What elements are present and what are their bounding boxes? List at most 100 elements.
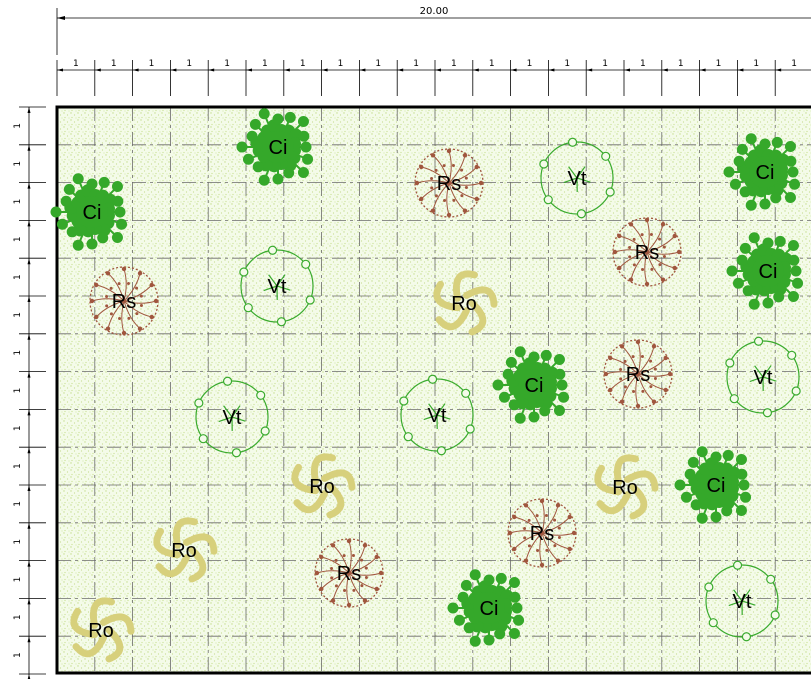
shrub-leafy-icon xyxy=(447,569,525,647)
circle-notched-icon xyxy=(194,376,270,458)
plant-ci: Ci xyxy=(726,232,804,310)
plant-label: Ro xyxy=(612,477,638,499)
circle-notched-icon xyxy=(725,336,801,418)
left-ruler-label: 1 xyxy=(13,577,23,583)
left-ruler-label: 1 xyxy=(13,652,23,658)
top-ruler-arrow xyxy=(321,68,328,72)
plant-ro: Ro xyxy=(594,454,659,520)
plant-label: Ro xyxy=(171,540,197,562)
circle-notched-icon xyxy=(239,245,315,327)
plant-label: Rs xyxy=(530,523,554,545)
shrub-leafy-icon xyxy=(492,346,570,424)
left-ruler-arrow xyxy=(27,182,31,189)
plant-label: Vt xyxy=(733,591,752,613)
left-ruler-arrow xyxy=(27,144,31,151)
left-ruler-label: 1 xyxy=(13,501,23,507)
plant-label: Ci xyxy=(759,261,778,283)
tree-branch-icon xyxy=(414,148,484,218)
tree-branch-icon xyxy=(603,339,673,409)
plant-ro: Ro xyxy=(433,270,498,336)
top-ruler-arrow xyxy=(472,68,479,72)
left-ruler-arrow xyxy=(27,560,31,567)
plant-ci: Ci xyxy=(674,446,752,524)
circle-notched-icon xyxy=(539,137,615,219)
top-ruler-label: 1 xyxy=(640,59,646,69)
plant-label: Ci xyxy=(269,137,288,159)
left-ruler-arrow xyxy=(27,258,31,265)
top-ruler-label: 1 xyxy=(375,59,381,69)
plant-ro: Ro xyxy=(70,597,135,663)
plant-label: Ci xyxy=(707,475,726,497)
plant-label: Rs xyxy=(635,242,659,264)
top-ruler-arrow xyxy=(510,68,517,72)
plant-ci: Ci xyxy=(492,346,570,424)
left-ruler-label: 1 xyxy=(13,463,23,469)
tree-branch-icon xyxy=(314,538,384,608)
left-ruler-label: 1 xyxy=(13,199,23,205)
bed-border xyxy=(55,105,811,675)
plant-ci: Ci xyxy=(723,133,801,211)
top-ruler-arrow xyxy=(170,68,177,72)
left-ruler-label: 1 xyxy=(13,236,23,242)
plant-vt: Vt xyxy=(239,245,315,327)
planting-bed xyxy=(55,105,811,675)
top-ruler-label: 1 xyxy=(716,59,722,69)
top-ruler-label: 1 xyxy=(111,59,117,69)
plant-vt: Vt xyxy=(704,560,780,642)
shrub-leafy-icon xyxy=(726,232,804,310)
top-ruler-arrow xyxy=(548,68,555,72)
swirl-shrub-icon xyxy=(153,517,218,583)
top-ruler-label: 1 xyxy=(564,59,570,69)
plant-ci: Ci xyxy=(447,569,525,647)
bed-ground xyxy=(57,107,811,673)
circle-notched-icon xyxy=(399,374,475,456)
tree-branch-icon xyxy=(89,266,159,336)
left-ruler-label: 1 xyxy=(13,312,23,318)
plant-label: Ci xyxy=(525,375,544,397)
plant-ro: Ro xyxy=(153,517,218,583)
plant-label: Rs xyxy=(337,563,361,585)
top-ruler-arrow xyxy=(208,68,215,72)
overall-dimension-arrow xyxy=(57,16,65,20)
plant-label: Ci xyxy=(83,202,102,224)
top-ruler-arrow xyxy=(624,68,630,72)
swirl-shrub-icon xyxy=(70,597,135,663)
top-ruler-label: 1 xyxy=(186,59,192,69)
left-ruler-label: 1 xyxy=(13,350,23,356)
top-ruler-label: 1 xyxy=(262,59,268,69)
plant-label: Rs xyxy=(112,291,136,313)
shrub-leafy-icon xyxy=(674,446,752,524)
top-ruler-arrow xyxy=(94,68,101,72)
left-ruler-arrow xyxy=(27,636,31,643)
plant-rs: Rs xyxy=(612,217,682,287)
plant-label: Ci xyxy=(480,598,499,620)
shrub-leafy-icon xyxy=(50,173,128,251)
plant-ro: Ro xyxy=(291,453,356,519)
left-ruler-arrow xyxy=(27,674,31,679)
top-ruler-label: 1 xyxy=(149,59,155,69)
plant-rs: Rs xyxy=(507,498,577,568)
left-ruler-arrow xyxy=(27,107,31,113)
plant-label: Ro xyxy=(309,476,335,498)
plant-label: Ro xyxy=(88,620,114,642)
plant-label: Vt xyxy=(568,168,587,190)
left-ruler-arrow xyxy=(27,485,31,491)
top-ruler-label: 1 xyxy=(73,59,79,69)
plant-label: Ro xyxy=(451,293,477,315)
plant-rs: Rs xyxy=(314,538,384,608)
top-ruler-label: 1 xyxy=(300,59,306,69)
plant-label: Vt xyxy=(223,407,242,429)
shrub-leafy-icon xyxy=(236,108,314,186)
top-ruler-label: 1 xyxy=(224,59,230,69)
plant-vt: Vt xyxy=(539,137,615,219)
plant-vt: Vt xyxy=(725,336,801,418)
top-ruler-arrow xyxy=(57,68,63,72)
top-ruler-label: 1 xyxy=(602,59,608,69)
top-ruler-arrow xyxy=(661,68,668,72)
plant-vt: Vt xyxy=(194,376,270,458)
plant-label: Vt xyxy=(428,405,447,427)
swirl-shrub-icon xyxy=(433,270,498,336)
left-ruler-arrow xyxy=(27,522,31,529)
